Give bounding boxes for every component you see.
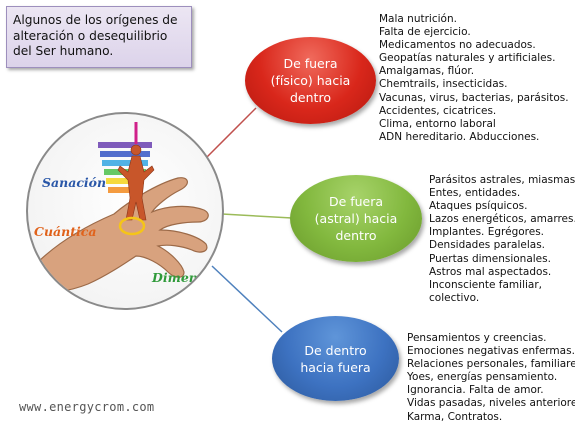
title-box: Algunos de los orígenes de alteración o … bbox=[6, 6, 192, 68]
list-item: Densidades paralelas. bbox=[429, 239, 546, 252]
list-item: Astros mal aspectados. bbox=[429, 265, 552, 278]
website-footer: www.energycrom.com bbox=[19, 400, 155, 414]
chakra-bar-orange bbox=[108, 187, 142, 193]
palm-glow bbox=[118, 216, 146, 236]
chakra-bar-indigo bbox=[100, 151, 150, 157]
word-dimensional: Dimensional bbox=[152, 270, 222, 285]
list-item: Accidentes, cicatrices. bbox=[379, 104, 497, 117]
list-item: Implantes. Egrégores. bbox=[429, 226, 545, 239]
list-item: Falta de ejercicio. bbox=[379, 26, 471, 39]
connector-interno bbox=[211, 265, 283, 333]
node-interno-line: hacia fuera bbox=[300, 359, 371, 375]
list-item: Entes, entidades. bbox=[429, 187, 521, 200]
list-item: Amalgamas, flúor. bbox=[379, 65, 475, 78]
hand-shape bbox=[31, 177, 209, 293]
node-astral: De fuera (astral) hacia dentro bbox=[290, 175, 422, 262]
node-fisico-line: (físico) hacia bbox=[270, 73, 351, 88]
list-item: Lazos energéticos, amarres. bbox=[429, 213, 575, 226]
list-item: Vidas pasadas, niveles anteriores. bbox=[407, 397, 575, 410]
list-astral: Parásitos astrales, miasmas. Entes, enti… bbox=[429, 174, 575, 305]
title-text: Algunos de los orígenes de alteración o … bbox=[13, 13, 178, 58]
list-item: Medicamentos no adecuados. bbox=[379, 39, 536, 52]
node-fisico-line: dentro bbox=[290, 90, 331, 105]
list-item: Chemtrails, insecticidas. bbox=[379, 78, 508, 91]
list-item: Ataques psíquicos. bbox=[429, 200, 528, 213]
list-interno: Pensamientos y creencias. Emociones nega… bbox=[407, 332, 575, 424]
list-item: Pensamientos y creencias. bbox=[407, 332, 547, 344]
word-sanacion: Sanación bbox=[42, 175, 107, 190]
list-item: Emociones negativas enfermas. bbox=[407, 345, 575, 358]
human-figure bbox=[117, 144, 155, 221]
list-item: colectivo. bbox=[429, 291, 480, 304]
list-fisico: Mala nutrición. Falta de ejercicio. Medi… bbox=[379, 13, 569, 144]
node-astral-line: dentro bbox=[335, 228, 377, 243]
list-item: Geopatías naturales y artificiales. bbox=[379, 52, 556, 65]
node-astral-line: De fuera bbox=[328, 194, 384, 209]
list-item: Inconsciente familiar, bbox=[429, 278, 542, 291]
word-cuantica: Cuántica bbox=[34, 224, 97, 239]
central-hand-image: Sanación Cuántica Dimensional bbox=[26, 112, 224, 310]
list-item: Vacunas, virus, bacterias, parásitos. bbox=[379, 91, 569, 104]
list-item: Ignorancia. Falta de amor. bbox=[407, 384, 544, 397]
node-astral-line: (astral) hacia bbox=[314, 211, 398, 226]
connector-astral bbox=[221, 213, 293, 219]
list-item: Parásitos astrales, miasmas. bbox=[429, 174, 575, 186]
list-item: Relaciones personales, familiares. bbox=[407, 358, 575, 371]
node-interno: De dentro hacia fuera bbox=[272, 316, 399, 401]
chakra-bar-blue bbox=[102, 160, 148, 166]
list-item: Yoes, energías pensamiento. bbox=[407, 371, 558, 384]
node-fisico: De fuera (físico) hacia dentro bbox=[245, 37, 376, 124]
hand-illustration bbox=[31, 122, 209, 293]
list-item: Karma, Contratos. bbox=[407, 410, 503, 423]
chakra-bar-violet bbox=[98, 142, 152, 148]
list-item: ADN hereditario. Abducciones. bbox=[379, 130, 540, 143]
node-fisico-line: De fuera bbox=[283, 56, 338, 71]
list-item: Puertas dimensionales. bbox=[429, 252, 551, 265]
chakra-bar-yellow bbox=[106, 178, 144, 184]
node-interno-line: De dentro bbox=[304, 342, 367, 358]
list-item: Mala nutrición. bbox=[379, 13, 457, 25]
list-item: Clima, entorno laboral bbox=[379, 117, 496, 130]
